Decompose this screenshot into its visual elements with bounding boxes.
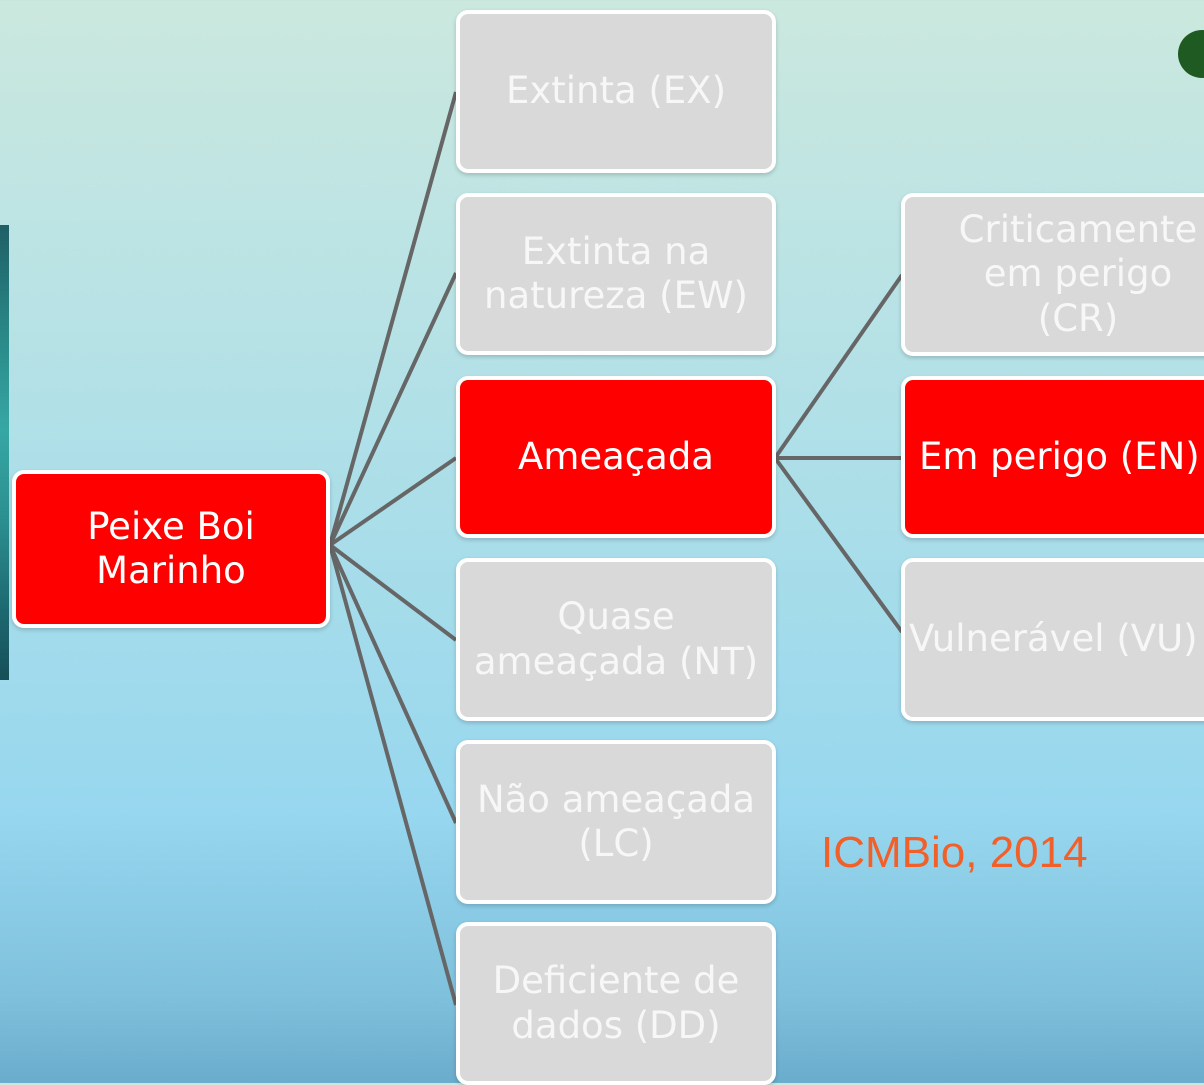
connector-root-threatened (328, 456, 458, 547)
category-node-near-threatened: Quase ameaçada (NT) (456, 558, 776, 721)
connector-root-nt (328, 543, 458, 642)
subcategory-node-critically-endangered: Criticamente em perigo (CR) (901, 193, 1204, 356)
category-node-extinct: Extinta (EX) (456, 10, 776, 173)
category-node-threatened: Ameaçada (456, 376, 776, 538)
subcategory-node-endangered: Em perigo (EN) (901, 376, 1204, 538)
connector-threatened-cr (773, 273, 904, 460)
manatee-photo-fragment (0, 225, 9, 680)
connector-root-ex (328, 91, 458, 546)
connector-root-lc (328, 544, 458, 824)
category-node-least-concern: Não ameaçada (LC) (456, 740, 776, 904)
connector-root-dd (328, 544, 458, 1006)
category-node-extinct-in-wild: Extinta na natureza (EW) (456, 193, 776, 355)
category-node-data-deficient: Deficiente de dados (DD) (456, 922, 776, 1085)
root-node-peixe-boi-marinho: Peixe Boi Marinho (12, 470, 330, 628)
subcategory-node-vulnerable: Vulnerável (VU) (901, 558, 1204, 721)
connector-threatened-vu (773, 456, 904, 634)
citation-text: ICMBio, 2014 (821, 828, 1088, 877)
connector-root-ew (328, 272, 458, 546)
